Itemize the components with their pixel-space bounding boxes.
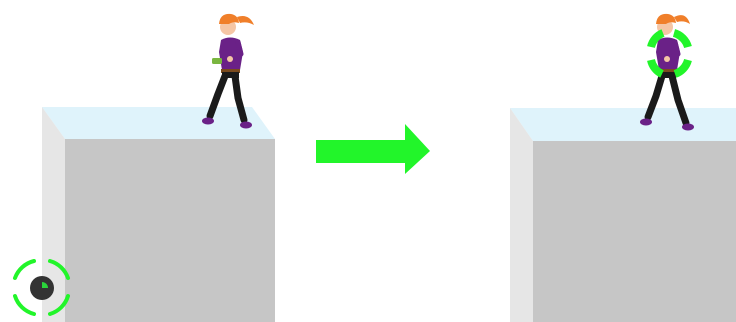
left-block-front — [65, 139, 275, 322]
right-block — [510, 108, 736, 322]
left-character-hand — [227, 56, 233, 62]
right-panel — [510, 14, 736, 322]
right-arrow-icon — [316, 124, 430, 174]
right-block-side — [510, 108, 533, 322]
right-block-top — [510, 108, 736, 141]
right-character-back-shoe — [640, 119, 652, 126]
left-panel — [15, 14, 275, 322]
dodge-button-ring-bottom-left — [15, 296, 34, 314]
right-character-front-shoe — [682, 124, 694, 131]
left-character-hair — [219, 14, 239, 24]
right-character-ponytail — [674, 15, 690, 24]
right-character-hand — [664, 56, 670, 62]
left-character-ponytail — [237, 16, 254, 25]
left-block — [42, 107, 275, 322]
left-character-bag — [212, 58, 222, 64]
right-character-hair — [656, 14, 676, 24]
right-block-front — [533, 141, 736, 322]
left-character-back-shoe — [202, 118, 214, 125]
left-character-hips — [222, 72, 239, 78]
left-character-front-shoe — [240, 122, 252, 129]
dodge-button-ring-top-left — [15, 261, 34, 278]
